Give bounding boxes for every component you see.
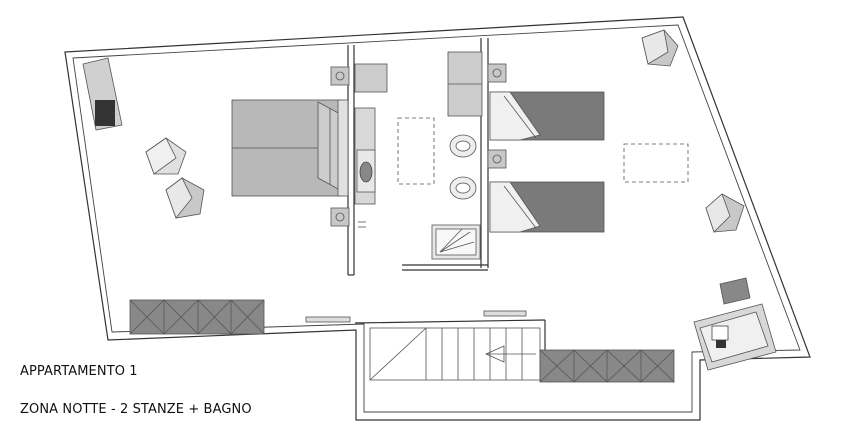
bidet-icon — [449, 176, 477, 200]
desk-bedroom-1 — [82, 57, 123, 131]
corridor-wardrobe — [354, 63, 388, 228]
single-bed-bedroom-2-top — [489, 91, 605, 141]
desk-chair-bedroom-2 — [693, 277, 777, 371]
nightstand-bedroom-1-bottom — [330, 207, 350, 227]
nightstand-bedroom-2-top — [487, 63, 507, 83]
toilet-icon — [449, 134, 477, 158]
bathroom-cabinet — [447, 51, 483, 117]
zone-label: ZONA NOTTE - 2 STANZE + BAGNO — [20, 402, 252, 417]
double-bed-bedroom-1 — [231, 99, 349, 197]
nightstand-bedroom-1-top — [330, 66, 350, 86]
storage-units-right — [539, 349, 675, 383]
single-bed-bedroom-2-bottom — [489, 181, 605, 233]
armchair-bedroom-2-a — [641, 29, 679, 67]
radiator-right — [483, 310, 527, 317]
armchair-bedroom-1-a — [145, 137, 187, 175]
nightstand-bedroom-2-mid — [487, 149, 507, 169]
rug-bedroom-2 — [623, 143, 689, 183]
shower-tray-icon — [431, 224, 481, 260]
apartment-label: APPARTAMENTO 1 — [20, 364, 138, 379]
storage-units-left — [129, 299, 265, 335]
staircase — [369, 327, 541, 381]
rug-corridor — [397, 117, 435, 185]
radiator-left — [305, 316, 351, 323]
armchair-bedroom-1-b — [165, 177, 205, 219]
armchair-bedroom-2-b — [705, 193, 745, 233]
